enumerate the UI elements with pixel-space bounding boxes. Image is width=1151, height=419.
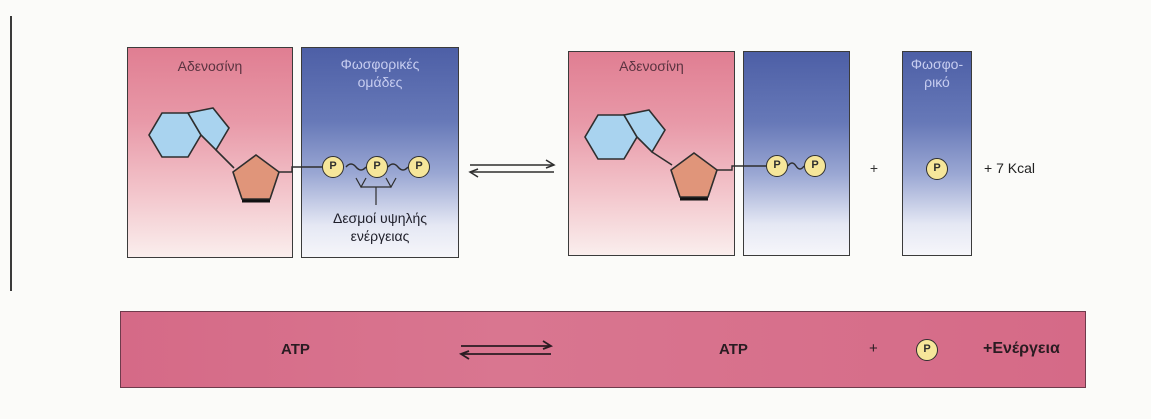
phosphate-circle-3: P bbox=[408, 156, 430, 178]
atp-equation-bar: ATP ATP + P +Ενέργεια bbox=[120, 311, 1086, 388]
wavy-bond-2 bbox=[387, 163, 409, 171]
free-phosphate-circle: P bbox=[926, 158, 948, 180]
phosphate-chain-link-right bbox=[717, 165, 766, 171]
phosphate-label-line1: Φωσφο- bbox=[910, 56, 964, 72]
phosphate-circle-bottom: P bbox=[916, 339, 938, 361]
phosphate-groups-label-line2: ομάδες bbox=[357, 74, 403, 90]
ribose-pentagon-left bbox=[232, 154, 280, 200]
energy-label-bottom: +Ενέργεια bbox=[983, 340, 1060, 357]
phosphate-groups-panel bbox=[301, 47, 459, 258]
high-energy-bonds-label-line1: Δεσμοί υψηλής bbox=[332, 210, 428, 226]
plus-sign-top: + bbox=[869, 160, 879, 176]
phosphate-circle-1: P bbox=[322, 156, 344, 178]
adenine-ribose-bond-right bbox=[651, 151, 673, 166]
adenosine-panel-left bbox=[127, 47, 293, 258]
phosphate-groups-label-line1: Φωσφορικές bbox=[340, 56, 420, 72]
phosphate-circle-5: P bbox=[804, 155, 826, 177]
energy-value-label: + 7 Kcal bbox=[984, 160, 1035, 176]
equilibrium-arrows-top bbox=[468, 159, 556, 178]
adenine-pentagon-left bbox=[186, 107, 230, 152]
adenosine-label-left: Αδενοσίνη bbox=[177, 58, 243, 74]
atp-label-right: ATP bbox=[719, 341, 748, 358]
left-margin-rule bbox=[10, 16, 12, 291]
diphosphate-panel bbox=[743, 51, 850, 256]
wavy-bond-1 bbox=[345, 163, 367, 171]
plus-sign-bottom: + bbox=[869, 340, 878, 357]
wavy-bond-3 bbox=[787, 162, 805, 170]
equilibrium-arrows-bottom bbox=[458, 340, 554, 360]
phosphate-circle-2: P bbox=[366, 156, 388, 178]
free-phosphate-panel bbox=[902, 51, 972, 256]
ribose-pentagon-right bbox=[670, 152, 718, 198]
adenosine-label-right: Αδενοσίνη bbox=[619, 58, 684, 74]
adenine-ribose-bond-left bbox=[215, 149, 235, 169]
high-energy-bonds-label-line2: ενέργειας bbox=[350, 228, 410, 244]
phosphate-chain-link-left bbox=[279, 166, 322, 173]
phosphate-label-line2: ρικό bbox=[924, 74, 950, 90]
adenine-pentagon-right bbox=[622, 109, 666, 154]
bond-bracket bbox=[355, 177, 397, 205]
phosphate-circle-4: P bbox=[766, 155, 788, 177]
atp-label-left: ATP bbox=[281, 341, 310, 358]
